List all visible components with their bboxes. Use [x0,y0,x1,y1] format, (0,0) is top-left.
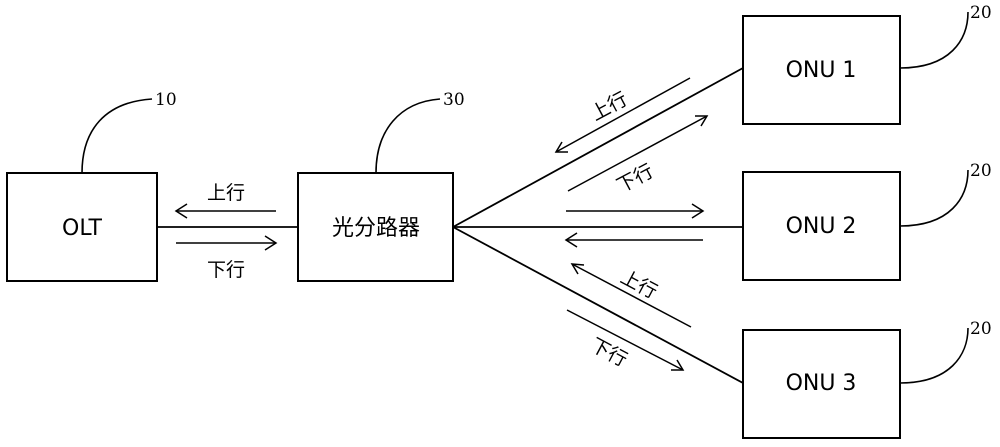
onu2-downstream-arrow [566,203,705,219]
onu1-upstream-label: 上行 [587,88,631,125]
onu2-label: ONU 2 [786,214,857,239]
splitter-ref-label: 30 [443,90,465,110]
olt-ref-leader [81,98,153,174]
splitter-ref-leader [375,98,441,174]
onu2-upstream-arrow [564,232,703,248]
onu1-label: ONU 1 [786,58,857,83]
onu2-node: ONU 2 [742,171,901,281]
onu1-ref-label: 20 [970,3,992,23]
onu3-upstream-label: 上行 [617,266,661,303]
onu3-upstream-arrow [570,263,692,328]
splitter-onu1-link [452,67,744,228]
onu3-ref-leader [899,327,969,384]
onu1-downstream-label: 下行 [613,160,657,197]
olt-label: OLT [62,216,103,241]
olt-upstream-label: 上行 [207,182,245,204]
splitter-node: 光分路器 [297,172,454,282]
olt-node: OLT [6,172,158,282]
olt-ref-label: 10 [155,90,177,110]
olt-downstream-arrow [176,235,278,251]
olt-upstream-arrow [174,203,276,219]
onu2-ref-leader [899,169,969,227]
onu3-ref-label: 20 [970,319,992,339]
olt-downstream-label: 下行 [207,259,245,281]
onu3-label: ONU 3 [786,371,857,396]
onu1-ref-leader [899,11,969,69]
onu3-downstream-arrow [566,309,685,371]
onu1-node: ONU 1 [742,15,901,125]
onu2-ref-label: 20 [970,161,992,181]
onu1-downstream-arrow [567,115,709,192]
onu3-node: ONU 3 [742,329,901,439]
splitter-onu3-link [452,226,744,384]
splitter-label: 光分路器 [332,216,420,241]
onu1-upstream-arrow [554,77,691,153]
